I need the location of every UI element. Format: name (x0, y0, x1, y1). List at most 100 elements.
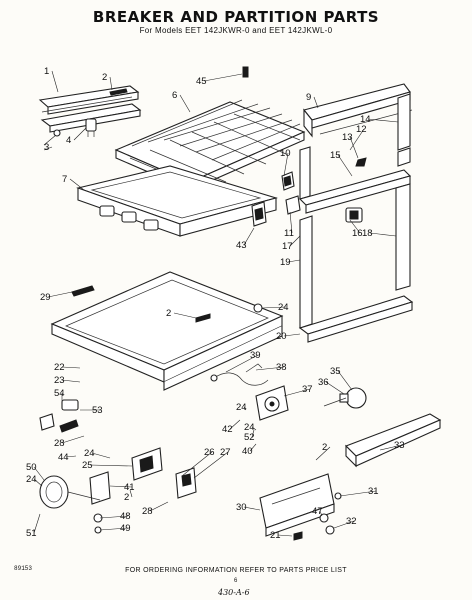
callout-number: 32 (346, 516, 357, 527)
callout-leader (289, 211, 293, 234)
callout-leader (315, 446, 331, 461)
callout-leader (193, 451, 229, 479)
hinge-43-part (251, 201, 267, 227)
callout-leader (149, 501, 169, 512)
callout-number: 33 (394, 440, 405, 451)
callout-number: 54 (54, 388, 65, 399)
frame-pieces-part (298, 146, 412, 214)
callout-leader (61, 435, 85, 444)
callout-number: 13 (342, 132, 353, 143)
handwritten-mark: 430-A-6 (218, 588, 250, 597)
callout-leader (99, 515, 129, 519)
callout-leader (65, 455, 77, 458)
callout-number: 22 (54, 362, 65, 373)
callout-number: 24 (26, 474, 37, 485)
callout-leader (319, 510, 323, 517)
gasket-top-part (303, 83, 413, 138)
screw-13-part (355, 157, 367, 167)
callout-number: 16 (352, 228, 363, 239)
callout-number: 29 (40, 292, 51, 303)
lamp-socket-part (39, 399, 79, 433)
callout-number: 4 (66, 135, 71, 146)
callout-number: 1 (44, 66, 49, 77)
callout-number: 12 (356, 124, 367, 135)
callout-number: 11 (284, 228, 294, 239)
callout-number: 38 (276, 362, 287, 373)
callout-leader (109, 485, 133, 488)
callout-leader (243, 406, 247, 411)
callout-leader (47, 291, 73, 298)
breaker-strip-part (38, 85, 142, 133)
wire-harness-part (210, 363, 269, 386)
callout-leader (283, 388, 311, 397)
callout-number: 6 (172, 90, 177, 101)
switch-bracket-part (89, 447, 163, 505)
callout-number: 2 (102, 72, 107, 83)
fan-ring-part (39, 475, 103, 534)
callout-leader (277, 534, 293, 537)
callout-number: 50 (26, 462, 37, 473)
screw-2-part (195, 313, 211, 323)
callout-leader (43, 146, 53, 151)
callout-number: 25 (82, 460, 93, 471)
bracket-10-part (281, 171, 295, 191)
page-number: 6 (234, 578, 238, 584)
callout-leader (73, 127, 87, 141)
callout-number: 2 (166, 308, 171, 319)
callout-leader (61, 379, 81, 383)
callout-leader (255, 366, 285, 371)
callout-number: 41 (124, 482, 135, 493)
callout-leader (337, 370, 353, 391)
callout-leader (283, 333, 301, 337)
callout-number: 52 (244, 432, 255, 443)
control-panel-part (259, 473, 335, 537)
callout-leader (203, 73, 243, 82)
partition-panel-part (50, 271, 284, 391)
callout-number: 23 (54, 375, 65, 386)
callout-leader (173, 312, 197, 319)
callout-number: 24 (244, 422, 255, 433)
callout-leader (243, 227, 255, 246)
callout-number: 37 (302, 384, 313, 395)
switch-26-part (175, 467, 197, 499)
callout-leader (367, 118, 399, 123)
callout-leader (91, 452, 111, 459)
callout-leader (33, 478, 43, 487)
callout-leader (349, 219, 361, 234)
callout-number: 27 (220, 447, 231, 458)
vertical-strip-18-part (395, 183, 411, 291)
callout-number: 24 (84, 448, 95, 459)
callout-leader (179, 94, 191, 113)
callout-leader (99, 527, 129, 531)
callout-leader (249, 443, 257, 452)
callout-number: 48 (120, 511, 131, 522)
callout-leader (251, 426, 257, 431)
control-box-part (255, 385, 289, 421)
callout-leader (109, 76, 113, 91)
callout-number: 10 (280, 148, 291, 159)
callout-number: 39 (250, 350, 261, 361)
diagram-subtitle: For Models EET 142JKWR-0 and EET 142JKWL… (139, 26, 333, 35)
callout-leader (251, 429, 255, 438)
callout-leader (33, 466, 45, 481)
callout-leader (379, 444, 403, 451)
callout-number: 45 (196, 76, 207, 87)
lower-frame-part (298, 215, 414, 343)
callout-number: 24 (236, 402, 247, 413)
trim-strip-part (345, 413, 442, 468)
callout-number: 36 (318, 377, 329, 388)
callout-leader (313, 96, 319, 109)
callout-number: 51 (26, 528, 37, 539)
callout-number: 35 (330, 366, 341, 377)
vertical-strip-part (397, 93, 411, 151)
clip-29-part (71, 285, 95, 297)
callout-number: 24 (278, 302, 289, 313)
diagram-title: BREAKER AND PARTITION PARTS (92, 8, 380, 26)
callout-leader (229, 419, 241, 430)
callout-number: 47 (312, 506, 323, 517)
callout-leader (243, 506, 261, 511)
callout-leader (369, 232, 397, 237)
bracket-11-part (285, 195, 301, 215)
